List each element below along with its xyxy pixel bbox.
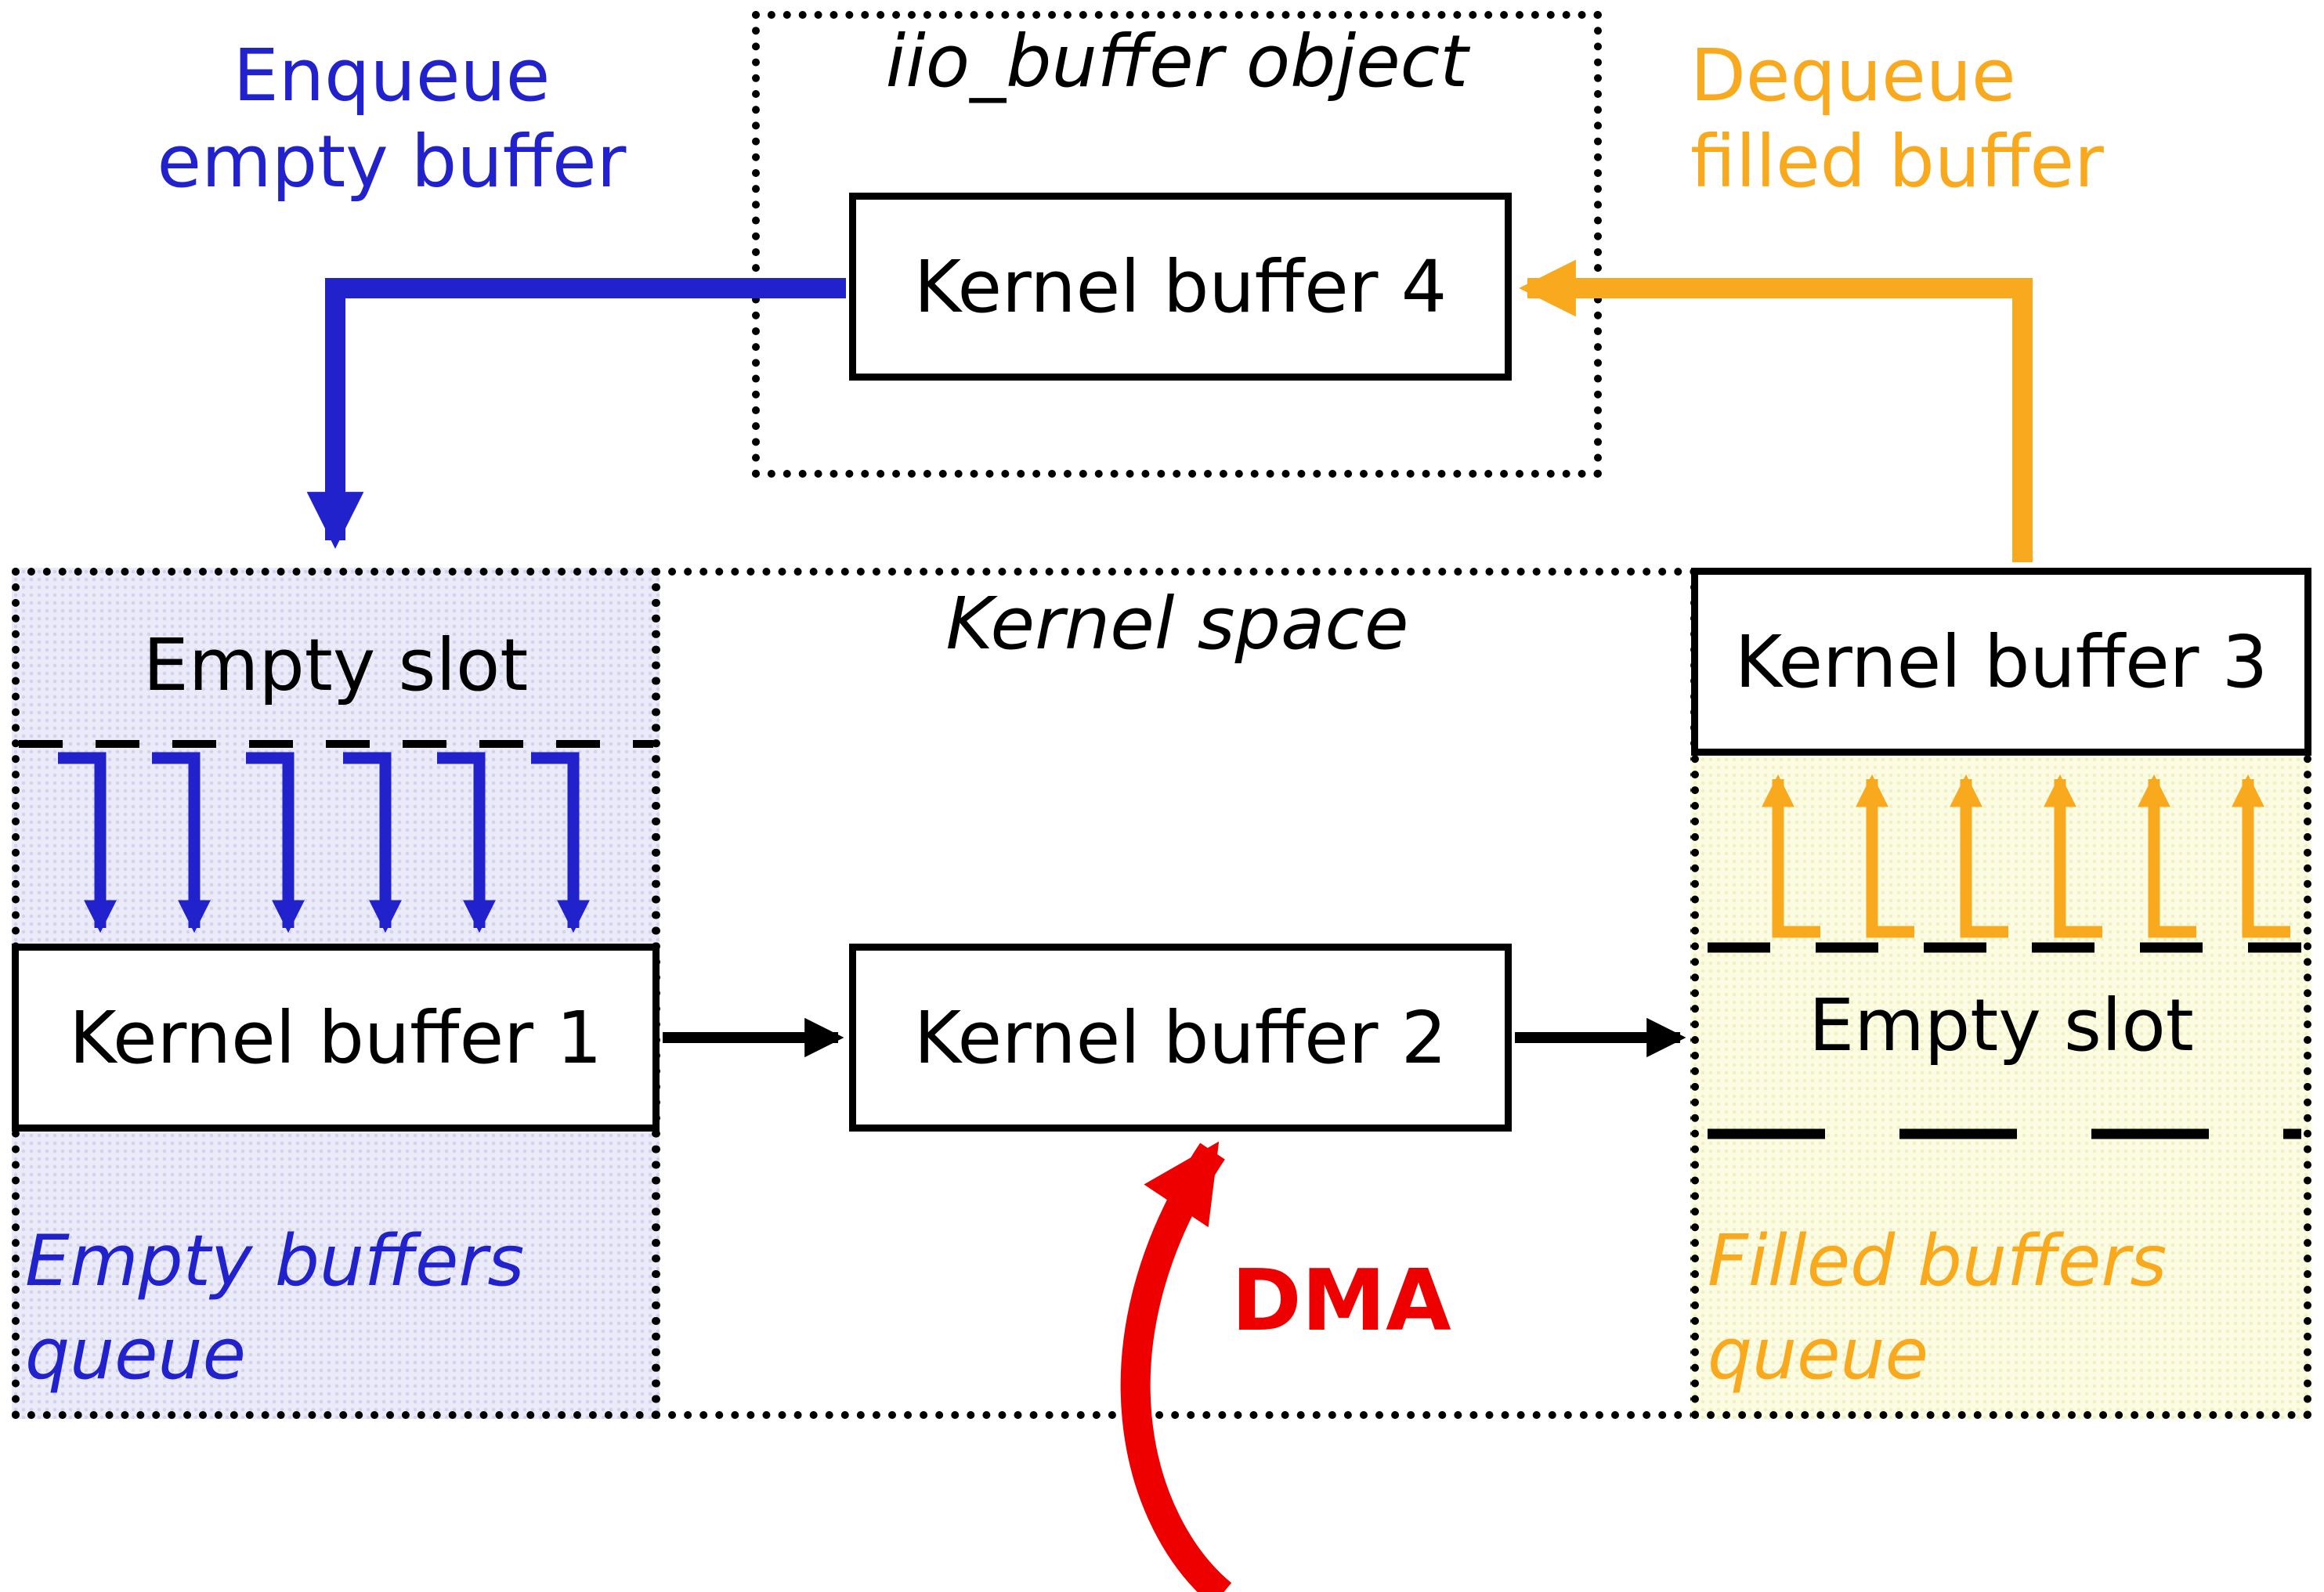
empty-slot-left-label: Empty slot <box>143 623 529 707</box>
dequeue-label-line1: Dequeue <box>1690 34 2016 117</box>
enqueue-label-line2: empty buffer <box>157 120 627 204</box>
kernel-buffer-3-box: Kernel buffer 3 <box>1691 568 2311 756</box>
empty-buffers-queue-caption: Empty buffers queue <box>25 1215 644 1402</box>
kernel-space-title: Kernel space <box>945 582 1409 666</box>
enqueue-label-line1: Enqueue <box>233 34 551 117</box>
empty-buffers-queue-caption-line1: Empty buffers <box>25 1220 525 1302</box>
empty-buffers-queue-caption-line2: queue <box>25 1312 246 1395</box>
enqueue-empty-buffer-label: Enqueue empty buffer <box>117 33 666 206</box>
kernel-buffer-2-box: Kernel buffer 2 <box>849 944 1512 1132</box>
kernel-buffer-4-box: Kernel buffer 4 <box>849 193 1512 381</box>
dequeue-filled-buffer-label: Dequeue filled buffer <box>1690 33 2286 206</box>
empty-slot-right-label: Empty slot <box>1809 984 2194 1067</box>
filled-buffers-queue-caption: Filled buffers queue <box>1708 1215 2303 1402</box>
filled-buffers-queue-caption-line2: queue <box>1708 1312 1928 1395</box>
dma-label: DMA <box>1231 1252 1451 1350</box>
kernel-buffer-1-box: Kernel buffer 1 <box>12 944 660 1132</box>
dequeue-label-line2: filled buffer <box>1690 120 2104 204</box>
filled-buffers-queue-caption-line1: Filled buffers <box>1708 1220 2167 1302</box>
iio-buffer-object-title: iio_buffer object <box>885 20 1469 103</box>
